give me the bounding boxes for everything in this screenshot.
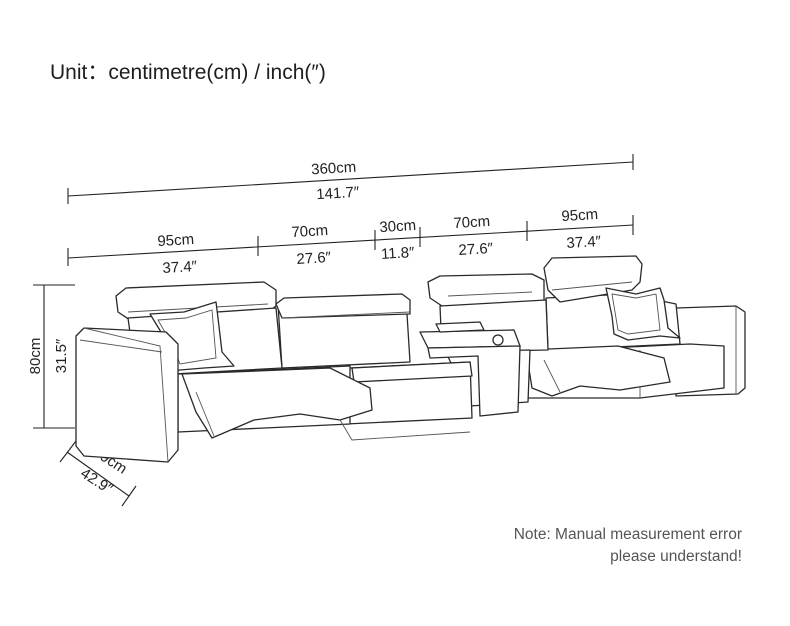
segment-2-dimension: 70cm 27.6″: [291, 222, 332, 268]
segment-4-cm: 70cm: [453, 213, 491, 232]
total-width-dimension: 360cm 141.7″: [67, 154, 634, 204]
height-dimension: 80cm 31.5″: [27, 284, 75, 429]
height-cm: 80cm: [27, 338, 44, 375]
total-width-inch: 141.7″: [316, 184, 360, 204]
note-line-2: please understand!: [610, 548, 742, 565]
segment-5-dimension: 95cm 37.4″: [561, 206, 602, 252]
segment-dimension-line: [67, 215, 634, 266]
sofa-illustration: [75, 255, 746, 463]
height-inch: 31.5″: [53, 338, 70, 373]
segment-5-inch: 37.4″: [566, 233, 602, 252]
segment-2-cm: 70cm: [291, 222, 329, 241]
segment-1-inch: 37.4″: [162, 258, 198, 277]
segment-5-cm: 95cm: [561, 206, 599, 225]
segment-1-dimension: 95cm 37.4″: [157, 231, 198, 277]
segment-1-cm: 95cm: [157, 231, 195, 250]
segment-4-dimension: 70cm 27.6″: [453, 213, 494, 259]
segment-3-dimension: 30cm 11.8″: [379, 217, 417, 263]
unit-title: Unit：centimetre(cm) / inch(″): [50, 61, 326, 84]
segment-3-inch: 11.8″: [381, 244, 416, 263]
segment-4-inch: 27.6″: [458, 240, 494, 259]
segment-3-cm: 30cm: [379, 217, 417, 236]
segment-2-inch: 27.6″: [296, 249, 332, 268]
note-line-1: Note: Manual measurement error: [513, 526, 742, 543]
total-width-cm: 360cm: [311, 159, 357, 179]
measurement-note: Note: Manual measurement error please un…: [514, 524, 742, 568]
